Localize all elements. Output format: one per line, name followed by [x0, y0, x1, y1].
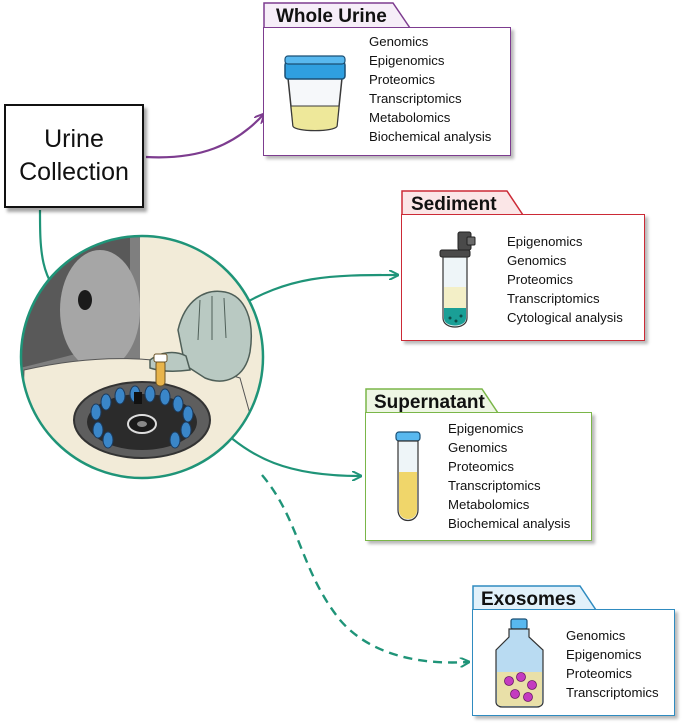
list-item: Transcriptomics [507, 291, 600, 306]
list-item: Genomics [369, 34, 429, 49]
supernatant-title: Supernatant [374, 392, 485, 413]
list-item: Proteomics [507, 272, 573, 287]
exosomes-list: Genomics Epigenomics Proteomics Transcri… [566, 626, 659, 702]
list-item: Biochemical analysis [369, 129, 492, 144]
list-item: Metabolomics [369, 110, 451, 125]
list-item: Epigenomics [369, 53, 445, 68]
list-item: Epigenomics [448, 421, 524, 436]
urine-collection-box: Urine Collection [4, 104, 144, 208]
list-item: Proteomics [566, 666, 632, 681]
whole-urine-list: Genomics Epigenomics Proteomics Transcri… [369, 32, 491, 146]
arrow-to-whole-urine [145, 115, 263, 159]
list-item: Genomics [448, 440, 508, 455]
list-item: Proteomics [369, 72, 435, 87]
list-item: Genomics [507, 253, 567, 268]
list-item: Epigenomics [507, 234, 583, 249]
list-item: Transcriptomics [448, 478, 541, 493]
list-item: Epigenomics [566, 647, 642, 662]
urine-collection-line1: Urine [44, 125, 104, 153]
sediment-title: Sediment [411, 194, 497, 215]
list-item: Transcriptomics [369, 91, 462, 106]
sediment-panel [401, 214, 645, 341]
list-item: Proteomics [448, 459, 514, 474]
arrow-to-sediment [232, 275, 397, 311]
list-item: Transcriptomics [566, 685, 659, 700]
urine-collection-line2: Collection [19, 158, 129, 186]
sediment-list: Epigenomics Genomics Proteomics Transcri… [507, 232, 623, 327]
whole-urine-title: Whole Urine [276, 6, 387, 27]
list-item: Genomics [566, 628, 626, 643]
arrow-to-exosomes [261, 474, 468, 663]
exosomes-title: Exosomes [481, 589, 577, 610]
list-item: Biochemical analysis [448, 516, 571, 531]
list-item: Cytological analysis [507, 310, 623, 325]
supernatant-list: Epigenomics Genomics Proteomics Transcri… [448, 419, 570, 533]
list-item: Metabolomics [448, 497, 530, 512]
